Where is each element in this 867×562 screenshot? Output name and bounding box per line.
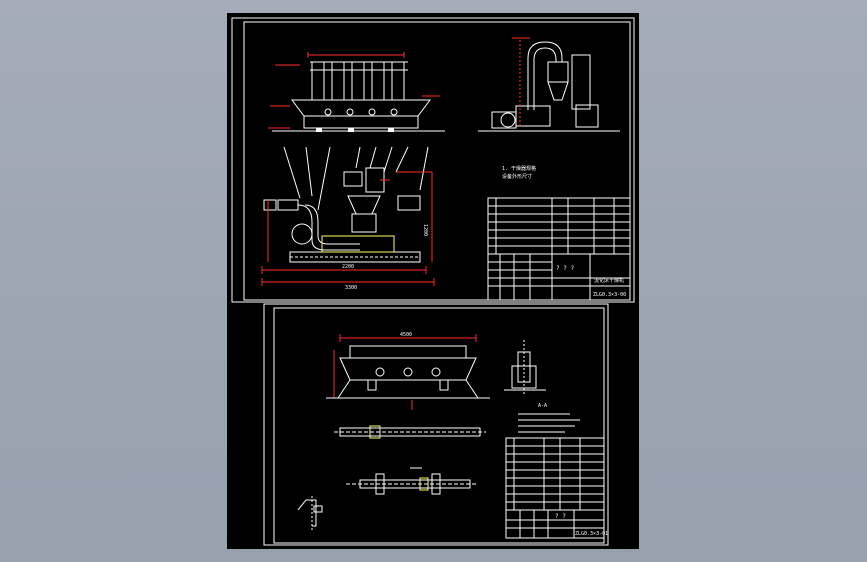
dim-label-2: 1200: [422, 224, 428, 236]
section-label: A-A: [538, 403, 547, 409]
note-line-1: 1. 干燥器规格: [502, 165, 536, 172]
shaft-detail[interactable]: [346, 467, 478, 495]
dryer-body-elevation[interactable]: 4500: [326, 332, 490, 410]
sheet-top-inner-frame: [243, 21, 631, 301]
scale-placeholder-top: ? ? ?: [556, 265, 574, 272]
notes-bottom: [518, 413, 580, 433]
sheet-top-outer-frame: [231, 17, 635, 303]
title-block-top[interactable]: ? ? ? 流化床干燥机 ZLG0.3×3-00: [487, 197, 631, 301]
bracket-detail[interactable]: [297, 496, 323, 530]
part-name-top: 流化床干燥机: [594, 277, 624, 284]
dim-label-0: 3300: [345, 285, 357, 291]
cyclone-side-elevation[interactable]: [478, 37, 620, 132]
dryer-front-elevation[interactable]: [268, 52, 445, 132]
drawing-number-top: ZLG0.3×3-00: [593, 292, 626, 298]
drawing-number-bottom: ZLG0.3×3-01: [575, 531, 608, 537]
plan-view[interactable]: 2200 3300 1200: [261, 146, 435, 291]
scale-placeholder-bottom: ? ?: [555, 513, 566, 520]
section-view[interactable]: A-A: [504, 340, 547, 409]
sheet-top: 2200 3300 1200 1. 干燥器规格 设备外形尺寸: [231, 17, 635, 303]
dim-label-1: 2200: [342, 264, 354, 270]
note-line-2: 设备外形尺寸: [502, 173, 532, 180]
notes-block: 1. 干燥器规格 设备外形尺寸: [502, 165, 536, 180]
beam-detail[interactable]: [334, 425, 486, 439]
sheet-bottom-outer-frame: [263, 303, 609, 546]
sheet-bottom-inner-frame: [273, 307, 605, 544]
sheet-bottom: 4500 A-A: [263, 303, 609, 546]
title-block-bottom[interactable]: ? ? ZLG0.3×3-01: [505, 437, 608, 539]
dim-label-3: 4500: [400, 332, 412, 338]
drawing-sheet[interactable]: [227, 13, 639, 549]
